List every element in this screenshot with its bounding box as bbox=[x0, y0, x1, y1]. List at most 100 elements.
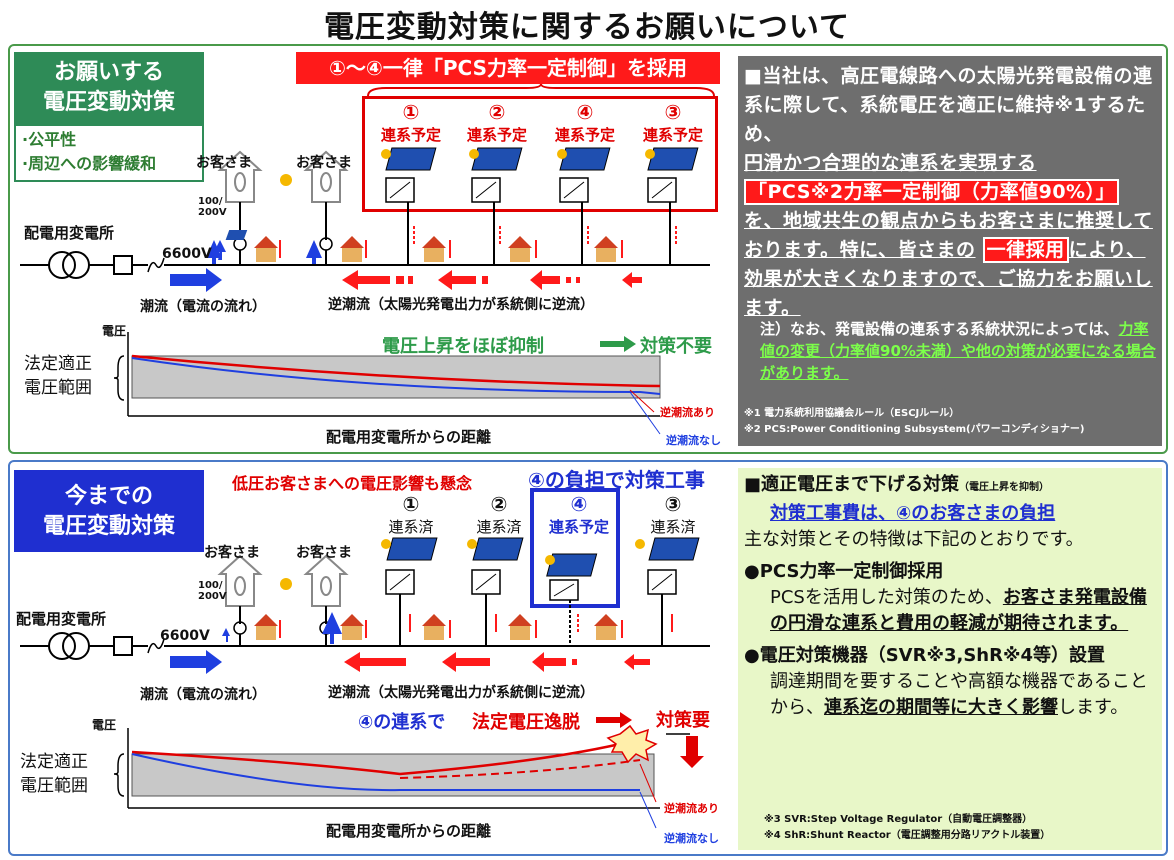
bottom-houses: ① 連系済 ② 連系済 ④ 連系予定 ③ 連系済 bbox=[366, 492, 716, 552]
note-green: 力率値の変更（力率値90%未満）や他の対策が必要になる場合があります。 bbox=[760, 320, 1156, 382]
house-status: 連系予定 bbox=[466, 126, 527, 144]
footnote-3: ※3 SVR:Step Voltage Regulator（自動電圧調整器） bbox=[764, 814, 1033, 825]
option-devices: ●電圧対策機器（SVR※3,ShR※4等）設置 bbox=[744, 645, 1105, 666]
footnote-4: ※4 ShR:Shunt Reactor（電圧調整用分路リアクトル装置） bbox=[764, 830, 1051, 841]
substation-label: 配電用変電所 bbox=[24, 224, 115, 242]
low-voltage-label: 100/ 200V bbox=[198, 580, 227, 602]
top-box-items: ·公平性 ·周辺への影響緩和 bbox=[14, 126, 204, 182]
top-house-4: ④ 連系予定 bbox=[540, 100, 630, 145]
house-number: ③ bbox=[664, 492, 682, 516]
house-number: ④ bbox=[570, 492, 588, 516]
voltage-up-icon bbox=[206, 240, 222, 264]
customer-house-icon bbox=[303, 150, 349, 265]
option-pcs: ●PCS力率一定制御採用 bbox=[744, 561, 944, 582]
solar-panel-icon bbox=[559, 147, 611, 265]
top-network-diagram bbox=[20, 147, 710, 292]
bottom-house-3: ③ 連系済 bbox=[628, 492, 718, 537]
flow-arrow-icon bbox=[170, 268, 222, 292]
bottom-box-title: 今までの 電圧変動対策 bbox=[14, 470, 204, 552]
customer-label: お客さま bbox=[196, 155, 252, 171]
x-axis-label: 配電用変電所からの距離 bbox=[326, 822, 492, 840]
house-status: 連系済 bbox=[388, 518, 434, 536]
panel-heading: ■適正電圧まで下げる対策 bbox=[744, 474, 960, 495]
note-block: 注）なお、発電設備の連系する系統状況によっては、力率値の変更（力率値90%未満）… bbox=[760, 318, 1156, 384]
house-status: 連系予定 bbox=[642, 126, 703, 144]
customer-label: お客さま bbox=[204, 545, 260, 561]
solar-panel-icon bbox=[546, 553, 598, 646]
top-houses-frame bbox=[362, 96, 718, 212]
customer-label: お客さま bbox=[296, 545, 352, 561]
small-pv-house-icon bbox=[508, 614, 532, 640]
option-devices-text: 調達期間を要することや高額な機器であることから、 bbox=[770, 671, 1148, 718]
house-number: ④ bbox=[576, 100, 594, 124]
solar-panel-icon bbox=[471, 147, 523, 265]
voltage-up-icon bbox=[222, 628, 230, 642]
house-number: ① bbox=[402, 492, 420, 516]
chart-result: 対策不要 bbox=[640, 336, 712, 357]
item-mitigation: ·周辺への影響緩和 bbox=[22, 154, 157, 173]
solar-panel-icon bbox=[385, 147, 437, 265]
series-with-reverse-flow bbox=[131, 354, 661, 388]
range-label: 法定適正 電圧範囲 bbox=[24, 354, 92, 398]
series-with-reverse-flow bbox=[131, 742, 621, 776]
reverse-arrow-icon bbox=[344, 652, 406, 672]
panel-heading-small: （電圧上昇を抑制） bbox=[959, 482, 1050, 493]
small-pv-house-icon bbox=[225, 230, 278, 262]
customer-house-icon bbox=[303, 554, 349, 646]
explanation-line: 円滑かつ合理的な連系を実現する bbox=[744, 152, 1037, 174]
top-house-3: ③ 連系予定 bbox=[628, 100, 718, 145]
pcs-highlight: 「PCS※2力率一定制御（力率値90%）」 bbox=[744, 179, 1120, 205]
house-status: 連系予定 bbox=[380, 126, 441, 144]
uniform-highlight: 一律採用 bbox=[982, 237, 1069, 263]
cost-burden-line: 対策工事費は、④のお客さまの負担 bbox=[770, 503, 1056, 524]
bottom-voltage-chart bbox=[113, 724, 704, 829]
flow-arrow-icon bbox=[170, 650, 222, 674]
footnote-1: ※1 電力系統利用協議会ルール（ESCJルール） bbox=[744, 408, 960, 419]
explanation-line: により、効果が大きくなりますので、ご協力をお願いします。 bbox=[744, 239, 1153, 319]
series-without-reverse-flow bbox=[131, 357, 661, 395]
reverse-flow-label: 逆潮流（太陽光発電出力が系統側に逆流） bbox=[328, 297, 594, 313]
bottom-network-diagram bbox=[20, 537, 710, 674]
breaker-icon bbox=[113, 636, 133, 656]
flow-label: 潮流（電流の流れ） bbox=[140, 687, 266, 703]
small-pv-house-icon bbox=[422, 236, 446, 262]
explanation-line: ■当社は、高圧電線路への太陽光発電設備の連系に際して、系統電圧を適正に維持※1す… bbox=[744, 65, 1153, 145]
option-devices-impact: 連系迄の期間等に大きく影響 bbox=[824, 697, 1058, 718]
small-pv-house-icon bbox=[422, 614, 446, 640]
top-explanation-panel: ■当社は、高圧電線路への太陽光発電設備の連系に際して、系統電圧を適正に維持※1す… bbox=[738, 56, 1162, 446]
legal-range-band bbox=[131, 753, 655, 797]
solar-panel-icon bbox=[385, 537, 438, 646]
small-pv-house-icon bbox=[254, 614, 278, 640]
option-pcs-benefit: お客さま発電設備の円滑な連系と費用の軽減が期待されます。 bbox=[770, 587, 1147, 634]
small-pv-house-icon bbox=[594, 614, 618, 640]
bottom-explanation-panel: ■適正電圧まで下げる対策（電圧上昇を抑制） 対策工事費は、④のお客さまの負担 主… bbox=[738, 468, 1162, 850]
house-number: ① bbox=[402, 100, 420, 124]
top-houses: ① 連系予定 ② 連系予定 ④ 連系予定 ③ 連系予定 bbox=[366, 100, 716, 210]
solar-panel-icon bbox=[647, 147, 699, 265]
transformer-icon bbox=[48, 632, 76, 660]
small-pv-house-icon bbox=[340, 614, 364, 640]
footnote-2: ※2 PCS:Power Conditioning Subsystem(パワーコ… bbox=[744, 424, 1085, 435]
house-number: ③ bbox=[664, 100, 682, 124]
explanation-line: を、地域共生の観点からもお客さまに推奨しております。特に、皆さまの bbox=[744, 210, 1153, 261]
sun-icon bbox=[280, 578, 292, 590]
banner-brace bbox=[367, 84, 715, 97]
house-number: ② bbox=[488, 100, 506, 124]
bottom-house-1: ① 連系済 bbox=[366, 492, 456, 537]
house-number: ② bbox=[490, 492, 508, 516]
bottom-house-2: ② 連系済 bbox=[454, 492, 544, 537]
substation-label: 配電用変電所 bbox=[16, 610, 107, 628]
breaker-icon bbox=[113, 255, 133, 275]
top-box-title: お願いする 電圧変動対策 bbox=[14, 52, 204, 126]
note-prefix: 注）なお、発電設備の連系する系統状況によっては、 bbox=[760, 320, 1119, 338]
high-voltage-label: 6600V bbox=[162, 246, 212, 262]
legend-without-reverse: 逆潮流なし bbox=[664, 832, 719, 845]
top-voltage-chart bbox=[113, 332, 661, 435]
customer-house-icon bbox=[217, 554, 263, 646]
option-devices-end: します。 bbox=[1058, 697, 1129, 718]
item-fairness: ·公平性 bbox=[22, 130, 77, 149]
reverse-flow-label: 逆潮流（太陽光発電出力が系統側に逆流） bbox=[328, 685, 594, 701]
legend-without-reverse: 逆潮流なし bbox=[666, 434, 721, 447]
range-label: 法定適正 電圧範囲 bbox=[20, 752, 88, 796]
small-pv-house-icon bbox=[508, 236, 532, 262]
